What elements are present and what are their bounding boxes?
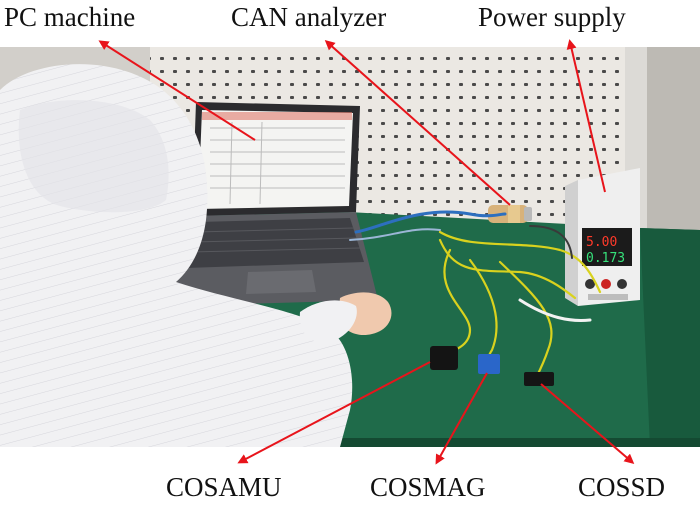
laptop-screen [198, 110, 353, 209]
arrow-power-supply [566, 39, 606, 193]
cables [349, 210, 602, 380]
power-supply-current: 0.173 [586, 251, 625, 266]
arrow-pc-machine [98, 40, 256, 141]
laptop-keyboard [186, 218, 364, 268]
bench-edge [0, 438, 700, 447]
cosamu-module [430, 346, 458, 370]
photo: 5.00 0.173 [0, 47, 700, 447]
cossd-module [524, 372, 554, 386]
arrow-cossd [540, 383, 635, 464]
laptop-trackpad [246, 270, 316, 294]
arrow-cosamu [237, 361, 431, 464]
power-supply-device: 5.00 0.173 [565, 168, 640, 306]
label-cosmag: COSMAG [370, 472, 486, 502]
arrow-can-analyzer [324, 40, 511, 206]
cosmag-module [478, 354, 500, 374]
label-cosamu: COSAMU [166, 472, 282, 502]
can-analyzer-device [488, 205, 532, 223]
label-power-supply: Power supply [478, 2, 626, 32]
label-pc-machine: PC machine [4, 2, 135, 32]
annotation-arrows [98, 39, 635, 465]
laptop [170, 102, 378, 306]
power-supply-voltage: 5.00 [586, 235, 617, 250]
label-cossd: COSSD [578, 472, 665, 502]
label-can-analyzer: CAN analyzer [231, 2, 386, 32]
operator-in-cleanroom-suit [0, 64, 392, 447]
arrow-cosmag [435, 372, 488, 465]
